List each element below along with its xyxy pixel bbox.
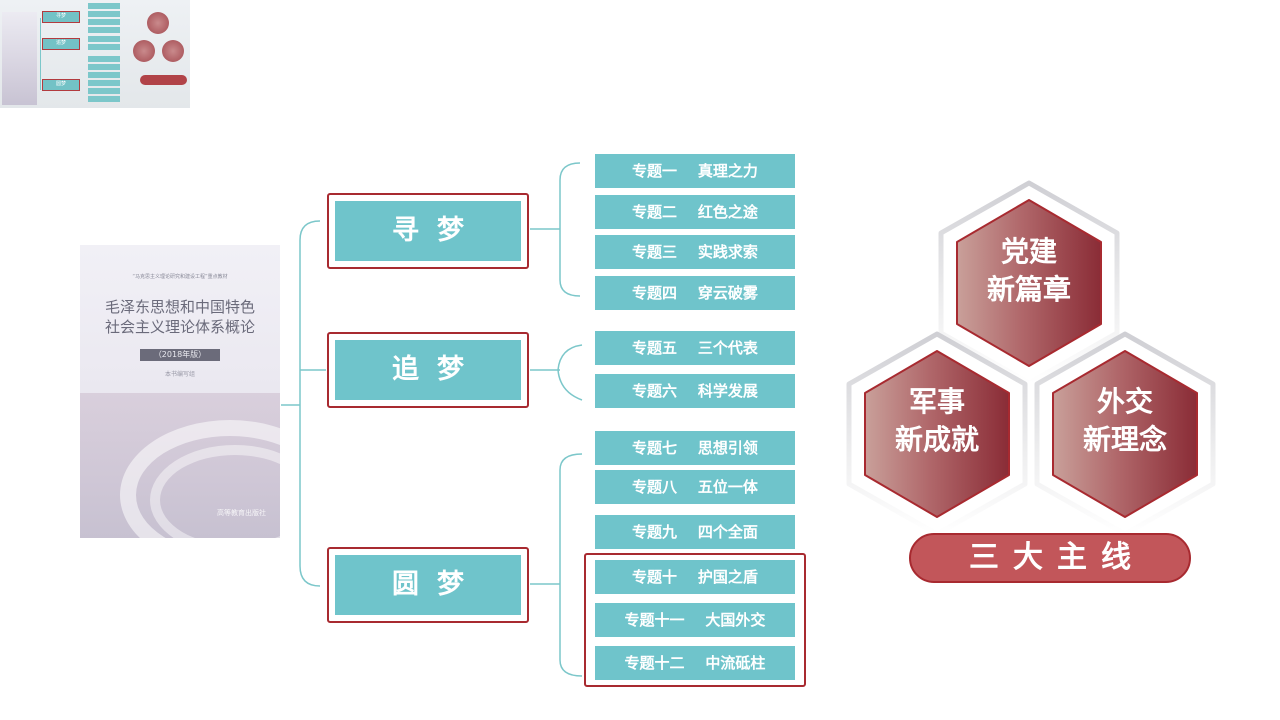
- thumbnail-dream-box: 寻梦: [42, 11, 80, 23]
- dream-box-fulfil: 圆梦: [327, 547, 529, 623]
- connector-dream3-brace: [559, 453, 583, 677]
- dream-box-seek: 寻梦: [327, 193, 529, 269]
- book-publisher: 高等教育出版社: [217, 509, 266, 517]
- thumbnail-main-lines: [140, 75, 187, 85]
- topic-box: 专题二 红色之途: [595, 195, 795, 229]
- dream-label: 寻梦: [335, 201, 521, 261]
- topic-box: 专题九 四个全面: [595, 515, 795, 549]
- slide-thumbnail-photo: 寻梦 追梦 圆梦: [0, 0, 190, 108]
- topic-box: 专题十二 中流砥柱: [595, 646, 795, 680]
- topic-box: 专题八 五位一体: [595, 470, 795, 504]
- highlight-frame: [584, 553, 806, 687]
- topic-box: 专题五 三个代表: [595, 331, 795, 365]
- topic-box: 专题一 真理之力: [595, 154, 795, 188]
- thumbnail-hexagon: [147, 12, 169, 34]
- connector-book-brace: [299, 220, 321, 587]
- book-edition: （2018年版）: [140, 349, 220, 361]
- hexagon-party: [956, 199, 1102, 367]
- topic-box: 专题十 护国之盾: [595, 560, 795, 594]
- book-title: 毛泽东思想和中国特色 社会主义理论体系概论: [104, 298, 255, 336]
- thumbnail-hexagon: [133, 40, 155, 62]
- thumbnail-dream-box: 圆梦: [42, 79, 80, 91]
- dream-label: 圆梦: [335, 555, 521, 615]
- thumbnail-hexagon: [162, 40, 184, 62]
- topic-box: 专题十一 大国外交: [595, 603, 795, 637]
- textbook-cover: “马克思主义理论研究和建设工程”重点教材 毛泽东思想和中国特色 社会主义理论体系…: [80, 245, 280, 538]
- topic-box: 专题六 科学发展: [595, 374, 795, 408]
- thumbnail-book: [2, 12, 37, 105]
- thumbnail-dream-box: 追梦: [42, 38, 80, 50]
- hexagon-military-label: 军事 新成就: [894, 385, 979, 456]
- hexagon-party-label: 党建 新篇章: [986, 235, 1071, 306]
- connector-dream1-brace: [559, 162, 581, 297]
- book-series-line: “马克思主义理论研究和建设工程”重点教材: [132, 274, 228, 280]
- topic-box: 专题四 穿云破雾: [595, 276, 795, 310]
- hexagon-military: [864, 350, 1010, 518]
- topic-box: 专题七 思想引领: [595, 431, 795, 465]
- main-lines-pill: 三大主线: [909, 533, 1191, 583]
- topic-box: 专题三 实践求索: [595, 235, 795, 269]
- hexagon-diplomacy: [1052, 350, 1198, 518]
- hexagon-diplomacy-label: 外交 新理念: [1082, 385, 1167, 456]
- dream-label: 追梦: [335, 340, 521, 400]
- book-author: 本书编写组: [164, 371, 195, 378]
- connector-dream2-brace: [557, 344, 583, 401]
- dream-box-chase: 追梦: [327, 332, 529, 408]
